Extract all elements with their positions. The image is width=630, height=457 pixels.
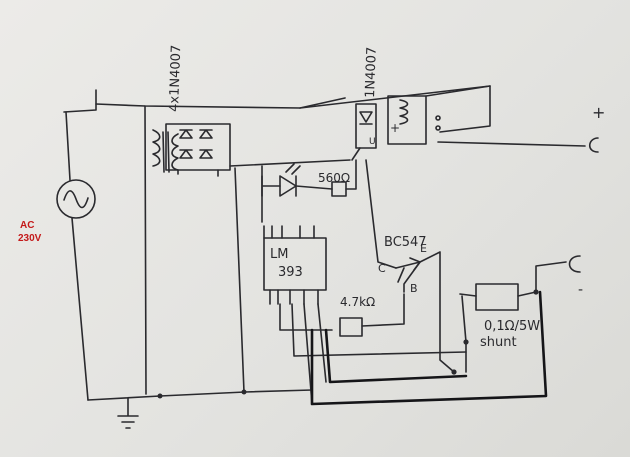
bridge-rectifier xyxy=(165,123,231,177)
led-wire xyxy=(295,159,357,190)
base-wire xyxy=(361,293,405,327)
relay-coil: + xyxy=(387,95,441,145)
emitter-wire xyxy=(419,251,455,373)
junction-dot xyxy=(241,389,247,395)
indicator-led xyxy=(261,163,301,197)
top-rail-branch xyxy=(299,97,346,109)
collector-wire xyxy=(365,159,397,269)
shunt-value-label: 0,1Ω/5W xyxy=(484,319,540,334)
emitter-label: E xyxy=(420,242,427,255)
negative-rail xyxy=(234,167,245,393)
ac-source-wire xyxy=(65,111,89,401)
comparator-number: 393 xyxy=(278,265,303,280)
junction-dot xyxy=(451,369,457,375)
base-resistor-label: 4.7kΩ xyxy=(340,295,375,309)
relay-coil-pin-label: U xyxy=(369,137,376,147)
collector-label: C xyxy=(378,262,386,275)
output-negative-wire xyxy=(535,261,567,293)
negative-terminal xyxy=(568,255,581,273)
junction-dot xyxy=(157,393,163,399)
ground-rail xyxy=(87,389,313,401)
transistor-symbol xyxy=(395,257,421,293)
top-rail-wire xyxy=(95,85,491,109)
bridge-diode-label: 4x1N4007 xyxy=(167,45,184,113)
voltage-label: 230V xyxy=(18,233,42,244)
output-positive-wire xyxy=(437,141,586,147)
current-loop-wire xyxy=(324,328,468,384)
negative-terminal-sign: - xyxy=(578,282,583,298)
relay-diode-label: 1N4007 xyxy=(363,47,380,99)
ground-symbol xyxy=(117,397,139,429)
base-label: B xyxy=(410,282,418,295)
relay-contact-wire xyxy=(425,85,491,133)
shunt-label: shunt xyxy=(480,335,517,350)
comparator-ic xyxy=(263,225,327,305)
ac-switch xyxy=(63,89,97,113)
current-loop-wire xyxy=(310,290,548,406)
transistor-label: BC547 xyxy=(384,235,427,250)
comparator-output-wire xyxy=(279,303,467,357)
junction-dot xyxy=(463,339,469,345)
relay-diode: U xyxy=(355,103,377,149)
ac-label: AC xyxy=(20,220,34,231)
comparator-name: LM xyxy=(270,247,288,262)
positive-terminal-sign: + xyxy=(592,103,605,122)
base-resistor xyxy=(339,317,363,337)
positive-rail xyxy=(229,159,351,167)
positive-terminal xyxy=(588,137,599,153)
ac-source-symbol xyxy=(56,179,96,219)
relay-feed-wire xyxy=(351,147,361,161)
comparator-pin-wire xyxy=(317,303,327,383)
transformer-symbol xyxy=(144,105,179,395)
relay-plus-label: + xyxy=(390,121,400,135)
